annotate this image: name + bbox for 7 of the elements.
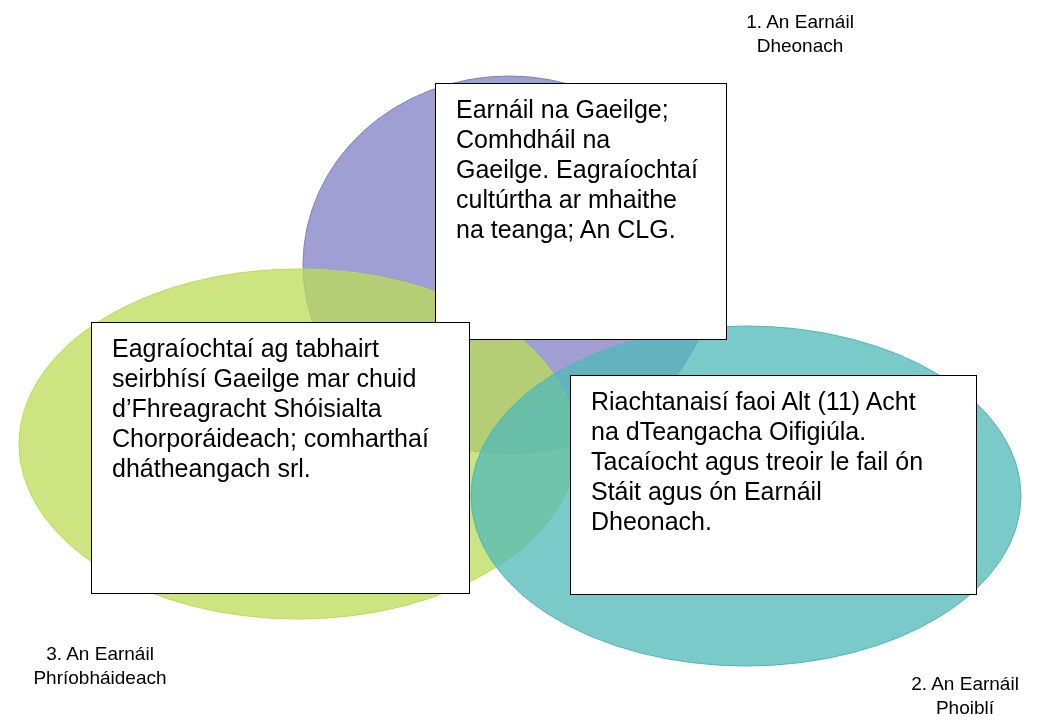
box-text: Riachtanaisí faoi Alt (11) Acht na dTeangacha Oifigiúla. [591,386,917,446]
box-text: Eagraíochtaí ag tabhairt seirbhísí Gaeilge mar chuid d’Fhreagracht Shóisialta Chorporáideach; comharthaí dhátheangach srl. [112,333,430,483]
set-label: 1. An Earnáil Dheonach [745,10,855,58]
set-label: 3. An Earnáil Phríobháideach [32,642,168,690]
set-label: 2. An Earnáil Phoiblí [910,672,1020,720]
box-text: Tacaíocht agus treoir le fail ón Stáit agus ón Earnáil Dheonach. [591,446,925,536]
box-text: Earnáil na Gaeilge; Comhdháil na Gaeilge. Eagraíochtaí cultúrtha ar mhaithe na teanga; An CLG. [456,94,698,244]
